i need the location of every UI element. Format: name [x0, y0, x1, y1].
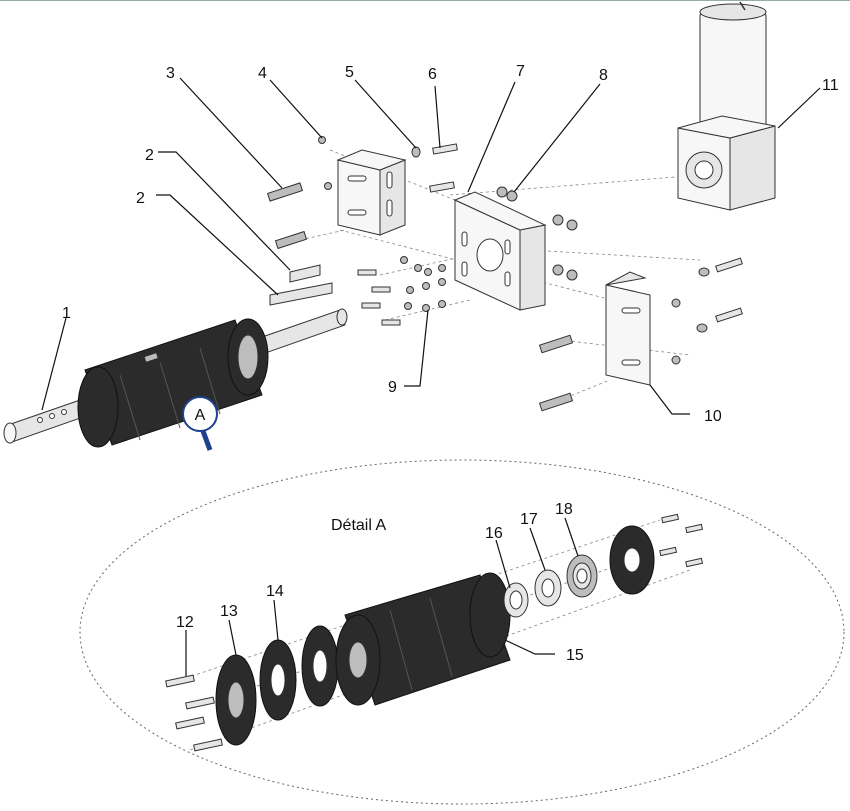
label-part-17: 17 — [520, 511, 538, 528]
shaft-assembly — [3, 308, 348, 448]
label-part-2b: 2 — [136, 190, 145, 207]
detail-bearing-18 — [566, 554, 598, 598]
detail-flange-13 — [215, 654, 257, 746]
label-part-13: 13 — [220, 603, 238, 620]
label-part-2a: 2 — [145, 147, 154, 164]
callout-letter: A — [195, 407, 206, 424]
detail-hub-15 — [335, 572, 511, 706]
leader-lines-detail — [185, 517, 579, 676]
leader-lines-upper — [41, 77, 821, 415]
detail-screws-right — [659, 513, 704, 568]
nuts — [496, 186, 578, 281]
label-part-5: 5 — [345, 64, 354, 81]
label-part-16: 16 — [485, 525, 503, 542]
detail-screws-left — [165, 674, 223, 752]
part-number-labels: 1 2 2 3 4 5 6 7 8 9 10 11 12 13 14 15 16… — [62, 63, 839, 664]
detail-title: Détail A — [331, 517, 386, 534]
label-part-11: 11 — [822, 77, 839, 94]
label-part-1: 1 — [62, 305, 71, 322]
label-part-10: 10 — [704, 408, 722, 425]
motor-plate — [453, 191, 547, 311]
detail-bearing-17 — [534, 569, 562, 607]
bolts-upper — [411, 143, 458, 193]
wall-anchors-upper — [266, 182, 308, 250]
detail-bearing-16 — [503, 582, 529, 618]
label-part-15: 15 — [566, 647, 584, 664]
gear-motor — [677, 1, 776, 211]
screws-washers-middle — [357, 256, 446, 326]
label-part-12: 12 — [176, 614, 194, 631]
label-part-14: 14 — [266, 583, 284, 600]
screws-small — [318, 136, 332, 190]
label-part-9: 9 — [388, 379, 397, 396]
label-part-6: 6 — [428, 66, 437, 83]
key-parts — [269, 264, 333, 306]
label-part-8: 8 — [599, 67, 608, 84]
label-part-7: 7 — [516, 63, 525, 80]
wall-anchors-lower — [538, 257, 743, 412]
detail-gasket-14b — [301, 625, 339, 707]
label-part-3: 3 — [166, 65, 175, 82]
detail-callout-a: A — [182, 396, 218, 451]
label-part-4: 4 — [258, 65, 267, 82]
detail-end-plate — [609, 525, 655, 595]
left-bracket — [336, 149, 407, 236]
label-part-18: 18 — [555, 501, 573, 518]
detail-boundary — [79, 459, 845, 805]
detail-gasket-14 — [259, 639, 297, 721]
right-bracket — [605, 271, 651, 386]
